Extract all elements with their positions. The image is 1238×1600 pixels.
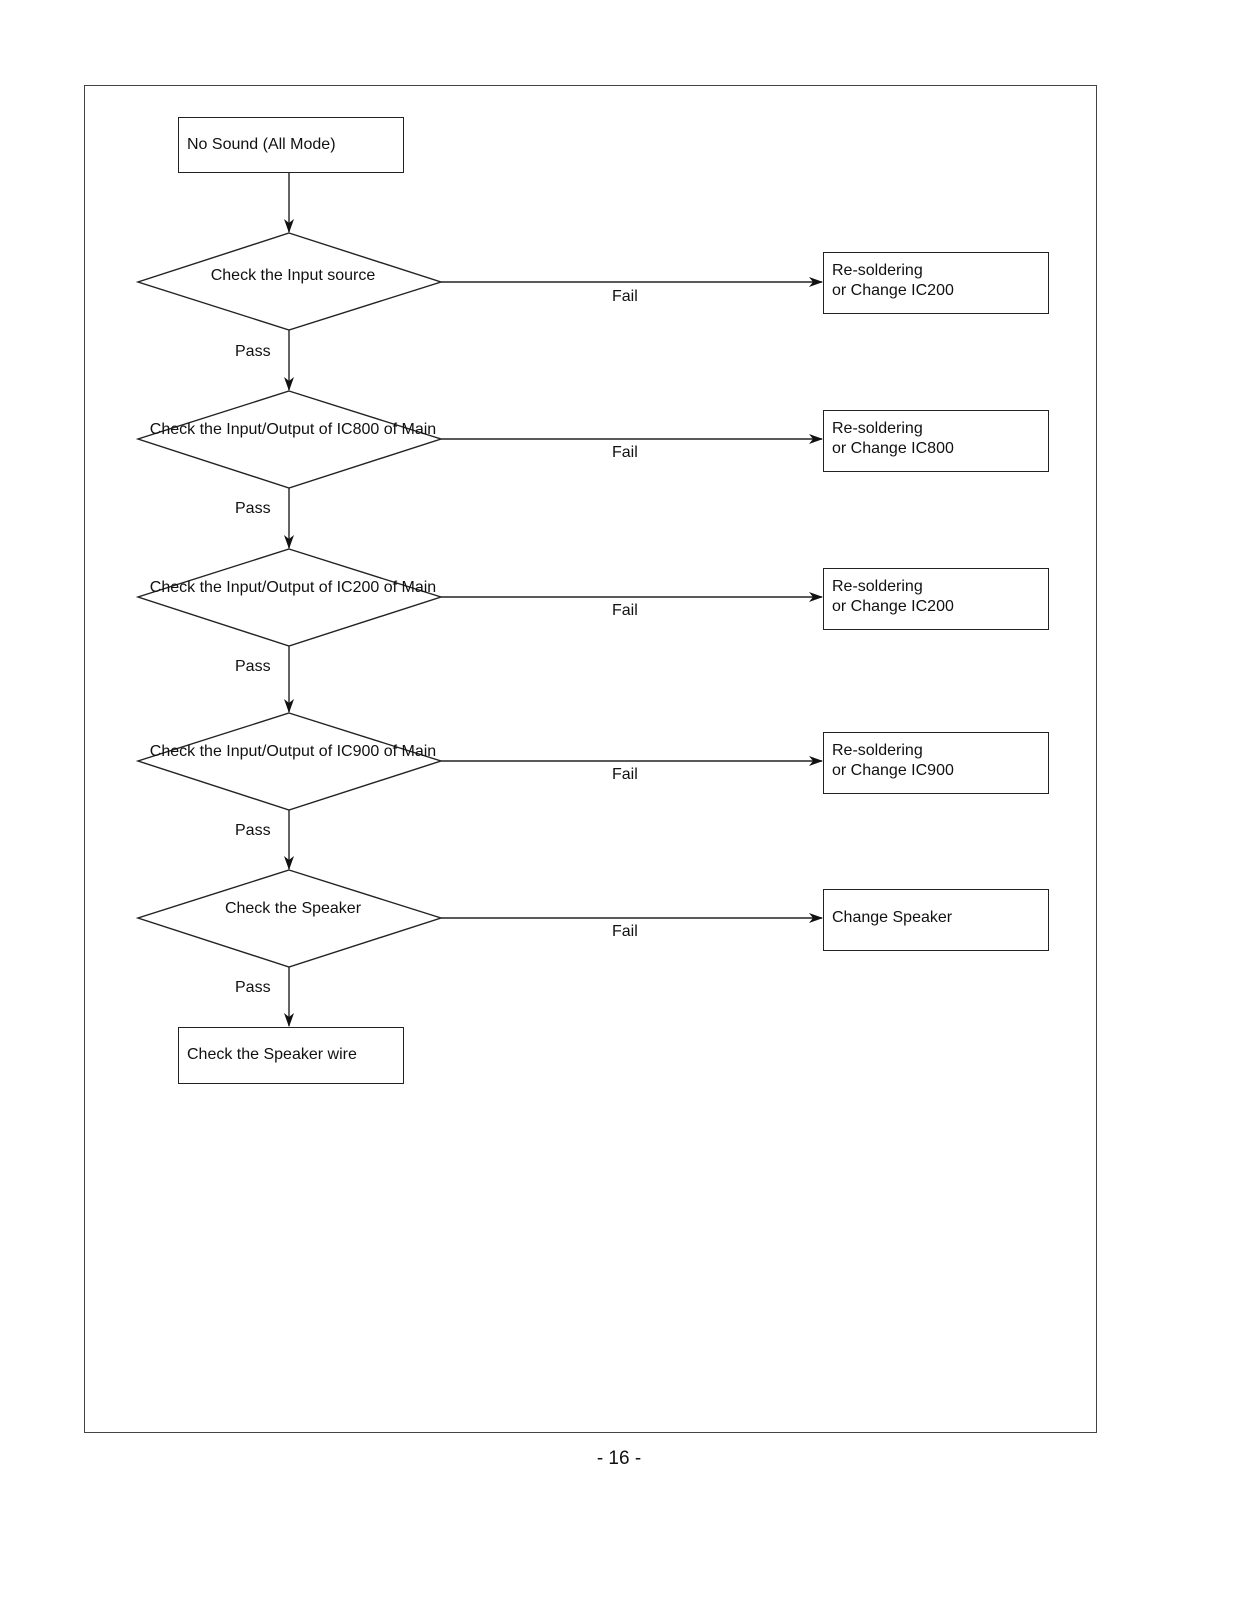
action-2-line-1: Re-soldering (832, 420, 923, 437)
action-box-2: Re-soldering or Change IC800 (823, 410, 1049, 472)
decision-label-1: Check the Input source (143, 266, 443, 286)
action-box-3: Re-soldering or Change IC200 (823, 568, 1049, 630)
decision-1-line-1: Check the Input source (210, 267, 376, 284)
action-box-4: Re-soldering or Change IC900 (823, 732, 1049, 794)
decision-label-5: Check the Speaker (143, 899, 443, 919)
start-box: No Sound (All Mode) (178, 117, 404, 173)
action-4-line-2: or Change IC900 (832, 762, 954, 779)
pass-label-3: Pass (235, 658, 271, 675)
end-box: Check the Speaker wire (178, 1027, 404, 1084)
decision-2-line-2: of IC800 of Main (318, 421, 437, 438)
pass-label-2: Pass (235, 500, 271, 517)
fail-label-5: Fail (612, 923, 638, 940)
start-label: No Sound (All Mode) (187, 136, 336, 153)
fail-label-4: Fail (612, 766, 638, 783)
end-label: Check the Speaker wire (187, 1046, 357, 1063)
decision-label-4: Check the Input/Output of IC900 of Main (143, 742, 443, 762)
action-4-line-1: Re-soldering (832, 742, 923, 759)
action-5-line-1: Change Speaker (832, 909, 953, 926)
decision-4-line-2: of IC900 of Main (318, 743, 437, 760)
fail-label-2: Fail (612, 444, 638, 461)
action-1-line-1: Re-soldering (832, 262, 923, 279)
decision-5-line-1: Check the Speaker (224, 900, 362, 917)
action-3-line-1: Re-soldering (832, 578, 923, 595)
action-2-line-2: or Change IC800 (832, 440, 954, 457)
action-box-5: Change Speaker (823, 889, 1049, 951)
decision-label-3: Check the Input/Output of IC200 of Main (143, 578, 443, 598)
decision-label-2: Check the Input/Output of IC800 of Main (143, 420, 443, 440)
pass-label-4: Pass (235, 822, 271, 839)
action-box-1: Re-soldering or Change IC200 (823, 252, 1049, 314)
decision-4-line-1: Check the Input/Output (149, 743, 315, 760)
decision-3-line-1: Check the Input/Output (149, 579, 315, 596)
fail-label-1: Fail (612, 288, 638, 305)
decision-2-line-1: Check the Input/Output (149, 421, 315, 438)
pass-label-1: Pass (235, 343, 271, 360)
pass-label-5: Pass (235, 979, 271, 996)
action-1-line-2: or Change IC200 (832, 282, 954, 299)
action-3-line-2: or Change IC200 (832, 598, 954, 615)
diagram-frame (84, 85, 1097, 1433)
page-number: - 16 - (596, 1448, 642, 1469)
decision-3-line-2: of IC200 of Main (318, 579, 437, 596)
fail-label-3: Fail (612, 602, 638, 619)
